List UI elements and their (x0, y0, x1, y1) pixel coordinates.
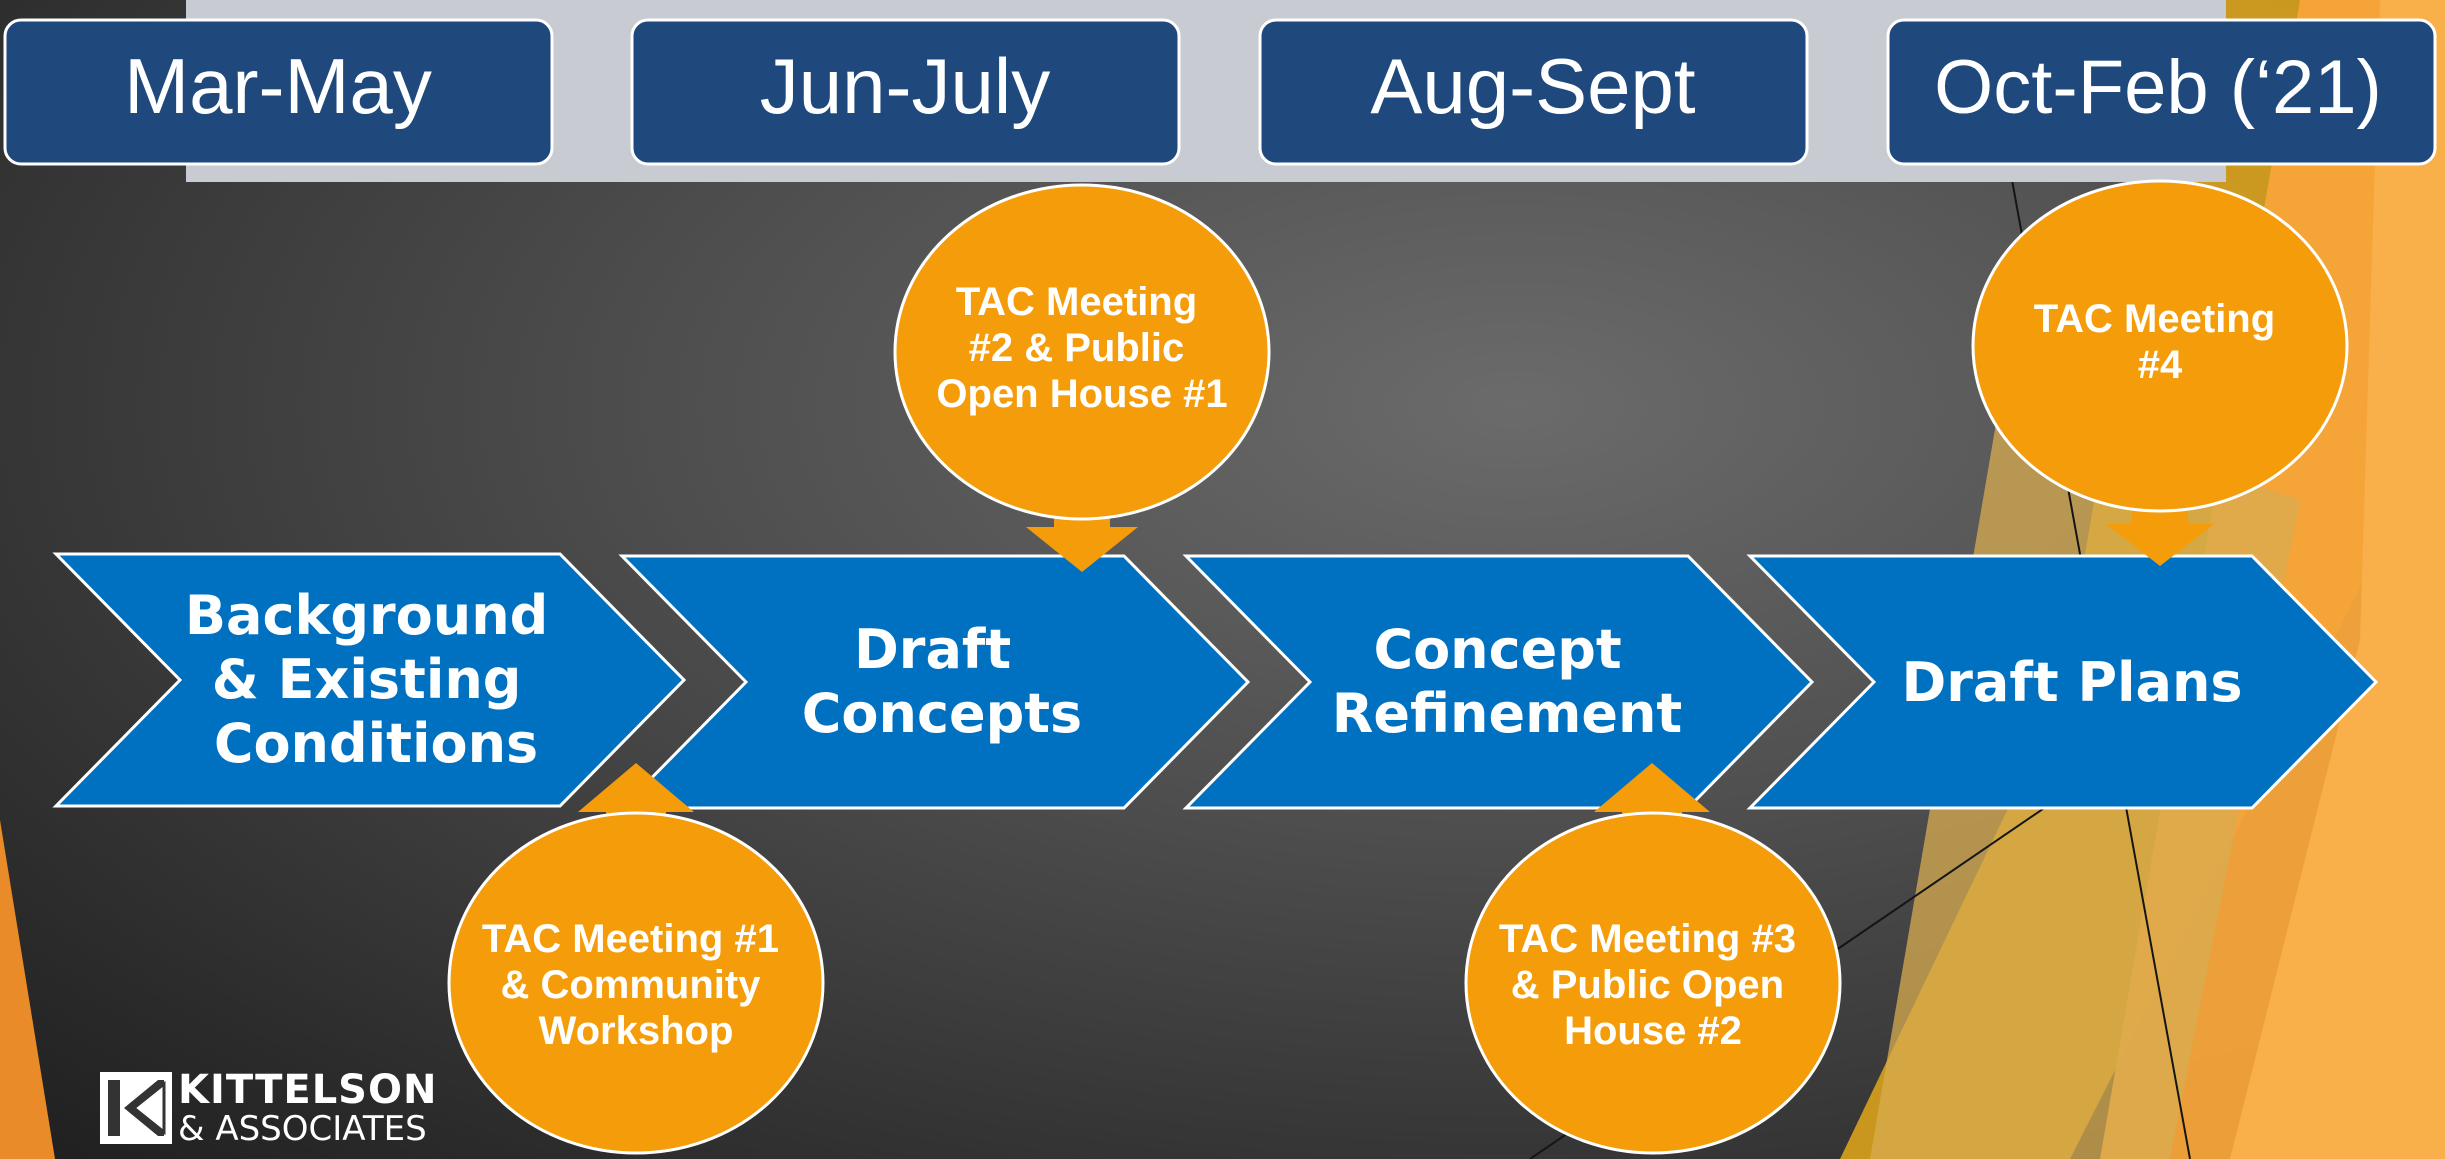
meeting-label-line: Open House #1 (936, 372, 1227, 416)
meeting-bubble: TAC Meeting #1 & Community Workshop (447, 763, 825, 1155)
meeting-bubbles: TAC Meeting #1 & Community Workshop TAC … (447, 179, 2349, 1155)
phase-label-line: & Existing (212, 648, 522, 711)
period-boxes: Mar-May Jun-July Aug-Sept Oct-Feb (‘21) (3, 18, 2437, 166)
period-label: Aug-Sept (1370, 42, 1696, 130)
phase-chevron: Concept Refinement (1182, 554, 1815, 810)
down-arrow-icon (1026, 502, 1138, 572)
phase-label-line: Concept (1373, 618, 1621, 681)
phase-label-line: Conditions (214, 712, 538, 775)
logo-subname: & ASSOCIATES (178, 1109, 427, 1149)
phase-label-line: Draft (854, 618, 1011, 681)
meeting-label-line: #4 (2138, 343, 2183, 387)
svg-text:TAC Meeting #3 & Publi: TAC Meeting #3 & Public Open House #2 (1499, 917, 1807, 1053)
svg-text:Draft Concepts: Draft Concepts (802, 618, 1082, 745)
phase-chevron: Draft Concepts (618, 554, 1251, 810)
period-box: Aug-Sept (1258, 18, 1809, 166)
phase-chevron: Background & Existing Conditions (52, 552, 687, 808)
period-box: Jun-July (630, 18, 1181, 166)
svg-text:TAC Meeting #2 & Publi: TAC Meeting #2 & Public Open House #1 (936, 280, 1227, 416)
meeting-bubble: TAC Meeting #4 (1971, 179, 2349, 566)
period-box: Mar-May (3, 18, 554, 166)
meeting-bubble: TAC Meeting #3 & Public Open House #2 (1464, 763, 1842, 1155)
logo-name: KITTELSON (178, 1067, 438, 1113)
meeting-label-line: TAC Meeting (2034, 297, 2275, 341)
meeting-label-line: & Community (500, 963, 761, 1007)
meeting-label-line: & Public Open (1511, 963, 1784, 1007)
period-box: Oct-Feb (‘21) (1886, 18, 2437, 166)
period-label: Oct-Feb (‘21) (1934, 45, 2382, 130)
svg-text:Background & Existing: Background & Existing Conditions (185, 584, 567, 775)
phase-chevron: Draft Plans (1746, 554, 2379, 810)
phase-label-line: Refinement (1332, 682, 1682, 745)
meeting-label-line: #2 & Public (969, 326, 1185, 370)
meeting-label-line: Workshop (539, 1009, 734, 1053)
svg-text:Draft Plans: Draft Plans (1901, 651, 2242, 714)
period-label: Jun-July (760, 42, 1050, 130)
period-label: Mar-May (124, 42, 432, 130)
svg-text:Concept Refinement: Concept Refinement (1332, 618, 1682, 745)
phase-label-line: Background (185, 584, 548, 647)
meeting-label-line: TAC Meeting (956, 280, 1197, 324)
phase-chevrons: Background & Existing Conditions Draft C… (52, 552, 2379, 810)
svg-text:TAC Meeting #1 & Commu: TAC Meeting #1 & Community Workshop (482, 917, 790, 1053)
k-logo-icon (100, 1072, 172, 1144)
down-arrow-icon (2106, 498, 2214, 566)
meeting-label-line: TAC Meeting #1 (482, 917, 779, 961)
meeting-label-line: TAC Meeting #3 (1499, 917, 1796, 961)
meeting-label-line: House #2 (1564, 1009, 1742, 1053)
meeting-bubble: TAC Meeting #2 & Public Open House #1 (893, 183, 1271, 572)
phase-label-line: Concepts (802, 682, 1082, 745)
kittelson-logo: KITTELSON & ASSOCIATES (100, 1068, 437, 1148)
svg-text:TAC Meeting #4: TAC Meeting #4 (2034, 297, 2287, 387)
phase-label-line: Draft Plans (1901, 651, 2242, 714)
